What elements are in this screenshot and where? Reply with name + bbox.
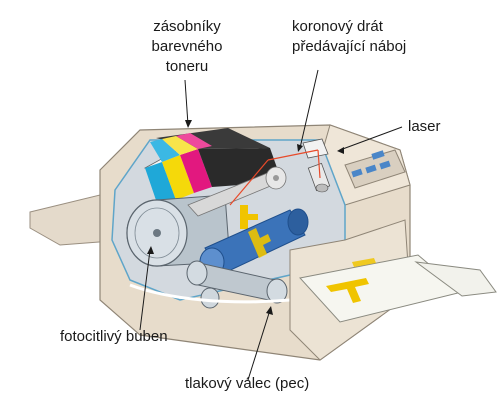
leader-arrowheads <box>147 120 344 315</box>
paper-sheet-icon <box>299 254 497 323</box>
corona-wire-icon <box>187 166 287 217</box>
label-corona-line-2: předávající náboj <box>292 38 407 55</box>
label-toner-line-1: zásobníky <box>153 18 221 35</box>
fuser-roller-icon <box>186 260 288 309</box>
laser-unit-icon <box>302 138 331 193</box>
label-fuser-roller: tlakový válec (pec) <box>185 375 310 392</box>
label-photosensitive-drum: fotocitlivý buben <box>60 328 168 345</box>
label-toner-line-3: toneru <box>165 58 209 75</box>
label-toner-cartridges: zásobníky barevného toneru <box>142 17 232 77</box>
label-laser: laser <box>408 118 441 135</box>
leader-lines <box>139 69 403 381</box>
laser-beam-icon <box>229 149 321 206</box>
transfer-roller-icon <box>199 208 309 277</box>
control-panel-icon <box>344 149 406 189</box>
label-corona-wire: koronový drát předávající náboj <box>292 17 406 57</box>
label-toner-line-2: barevného <box>151 38 223 55</box>
label-corona-line-1: koronový drát <box>292 18 383 35</box>
